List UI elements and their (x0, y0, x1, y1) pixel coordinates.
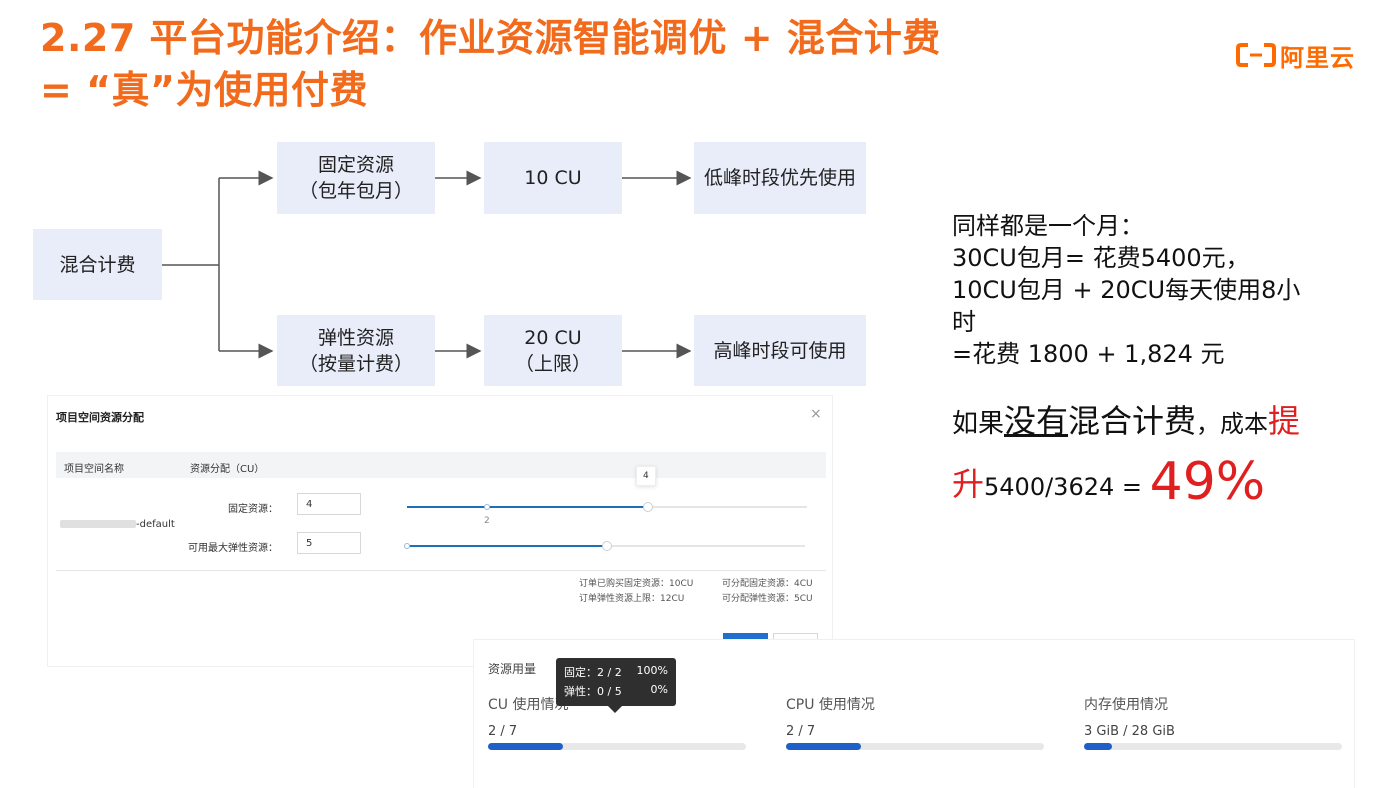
fixed-resource-box: 固定资源 （包年包月） (277, 142, 435, 214)
fixed-resource-input[interactable]: 4 (297, 493, 361, 515)
summary-line-2: 30CU包月= 花费5400元， (952, 244, 1250, 272)
conclusion-formula: 5400/3624 = (984, 473, 1150, 501)
table-header: 项目空间名称 资源分配（CU） (56, 452, 826, 478)
elastic-resource-label: 弹性资源 (317, 326, 394, 349)
cost-comparison-text: 同样都是一个月： 30CU包月= 花费5400元， 10CU包月 + 20CU每… (952, 210, 1352, 370)
tooltip-elastic-pct: 0% (650, 683, 668, 696)
fixed-resource-sublabel: （包年包月） (298, 180, 413, 202)
cpu-usage-value: 2 / 7 (786, 724, 816, 739)
fixed-usage-label: 低峰时段优先使用 (703, 167, 856, 189)
project-name-suffix: -default (136, 519, 175, 530)
fixed-resource-field-label: 固定资源： (228, 504, 278, 515)
aliyun-logo-icon (1236, 42, 1276, 68)
elastic-resource-box: 弹性资源 （按量计费） (277, 315, 435, 386)
cu-usage-tooltip: 固定：2 / 2 100% 弹性：0 / 5 0% (556, 658, 676, 713)
fixed-slider-tooltip: 4 (636, 466, 656, 486)
close-icon[interactable]: × (810, 406, 822, 422)
summary-line-5: =花费 1800 + 1,824 元 (952, 340, 1225, 368)
conclusion-after: ，成本 (1196, 410, 1269, 438)
summary-line-4: 时 (952, 308, 976, 336)
elastic-resource-slider-handle[interactable] (602, 541, 612, 551)
cu-usage-title: CU 使用情况 (488, 697, 569, 713)
flow-connectors (162, 170, 692, 359)
elastic-resource-sublabel: （按量计费） (298, 352, 413, 375)
cpu-usage-bar-fill (786, 743, 861, 750)
resource-usage-panel: 资源用量 CU 使用情况 2 / 7 CPU 使用情况 2 / 7 内存使用情况… (474, 640, 1354, 788)
memory-usage-bar[interactable] (1084, 743, 1342, 750)
col-project-name: 项目空间名称 (64, 464, 124, 475)
memory-usage-title: 内存使用情况 (1084, 697, 1168, 713)
resource-allocation-dialog: 项目空间资源分配 × 项目空间名称 资源分配（CU） -default 固定资源… (48, 396, 832, 666)
col-resource-alloc: 资源分配（CU） (190, 464, 265, 475)
conclusion-red-2: 升 (952, 465, 985, 503)
dialog-title: 项目空间资源分配 (56, 411, 144, 424)
conclusion-mid: 混合计费 (1068, 402, 1197, 440)
conclusion-line-1: 如果没有混合计费，成本提 (952, 398, 1372, 447)
slide-title-line2: = “真”为使用付费 (40, 68, 369, 112)
info-elastic-limit: 订单弹性资源上限：12CU (579, 594, 685, 604)
elastic-resource-slider-start (404, 543, 410, 549)
fixed-resource-slider-mark (484, 504, 490, 510)
conclusion-line-2: 升5400/3624 = 49% (952, 447, 1372, 525)
billing-flow-diagram: 混合计费 固定资源 （包年包月） 10 CU 低峰时段优先使用 弹性资源 （按量… (0, 0, 900, 400)
order-info: 订单已购买固定资源：10CU 订单弹性资源上限：12CU (579, 577, 693, 607)
cpu-usage: CPU 使用情况 2 / 7 (786, 694, 1044, 750)
slide-title-line1: 2.27 平台功能介绍：作业资源智能调优 + 混合计费 (40, 16, 941, 60)
cost-conclusion: 如果没有混合计费，成本提 升5400/3624 = 49% (952, 398, 1372, 525)
memory-usage-bar-fill (1084, 743, 1113, 750)
memory-usage-value: 3 GiB / 28 GiB (1084, 724, 1175, 739)
info-alloc-elastic: 可分配弹性资源：5CU (722, 594, 813, 604)
conclusion-prefix: 如果 (952, 409, 1005, 439)
fixed-resource-slider-handle[interactable] (643, 502, 653, 512)
elastic-amount-box: 20 CU （上限） (484, 315, 622, 386)
hybrid-billing-label: 混合计费 (59, 253, 136, 276)
tooltip-elastic-label: 弹性：0 / 5 (564, 685, 622, 698)
allocatable-info: 可分配固定资源：4CU 可分配弹性资源：5CU (722, 577, 813, 607)
cpu-usage-bar[interactable] (786, 743, 1044, 750)
elastic-resource-input[interactable]: 5 (297, 532, 361, 554)
cu-usage: CU 使用情况 2 / 7 (488, 694, 746, 750)
fixed-resource-label: 固定资源 (317, 154, 394, 176)
elastic-usage-box: 高峰时段可使用 (694, 315, 866, 386)
slide-title: 2.27 平台功能介绍：作业资源智能调优 + 混合计费 = “真”为使用付费 (40, 12, 1000, 116)
aliyun-logo: 阿里云 (1236, 38, 1355, 72)
summary-line-3: 10CU包月 + 20CU每天使用8小 (952, 276, 1301, 304)
aliyun-logo-text: 阿里云 (1280, 43, 1355, 72)
tooltip-fixed-label: 固定：2 / 2 (564, 666, 622, 679)
tooltip-fixed-pct: 100% (636, 664, 668, 677)
elastic-usage-label: 高峰时段可使用 (713, 339, 847, 362)
tooltip-fixed-row: 固定：2 / 2 100% (564, 664, 668, 680)
conclusion-red-1: 提 (1268, 402, 1301, 440)
cu-usage-bar[interactable] (488, 743, 746, 750)
elastic-resource-slider-fill (407, 545, 607, 547)
tooltip-elastic-row: 弹性：0 / 5 0% (564, 683, 668, 699)
fixed-resource-slider[interactable] (407, 502, 807, 512)
memory-usage: 内存使用情况 3 GiB / 28 GiB (1084, 694, 1342, 750)
usage-panel-header: 资源用量 (488, 662, 537, 676)
conclusion-percent: 49% (1149, 452, 1266, 512)
conclusion-underlined: 没有 (1004, 402, 1069, 440)
fixed-slider-mark-label: 2 (484, 516, 490, 526)
elastic-amount-label: 20 CU (524, 326, 582, 349)
cpu-usage-title: CPU 使用情况 (786, 697, 875, 713)
fixed-usage-box: 低峰时段优先使用 (694, 142, 866, 214)
fixed-amount-label: 10 CU (524, 167, 582, 189)
info-alloc-fixed: 可分配固定资源：4CU (722, 579, 813, 589)
fixed-amount-box: 10 CU (484, 142, 622, 214)
fixed-resource-slider-fill (407, 506, 648, 508)
elastic-amount-sublabel: （上限） (514, 352, 591, 375)
elastic-resource-field-label: 可用最大弹性资源： (188, 543, 278, 554)
dialog-divider (56, 570, 826, 571)
cu-usage-bar-fill (488, 743, 563, 750)
redacted-project-prefix (60, 520, 136, 528)
summary-line-1: 同样都是一个月： (952, 212, 1144, 240)
cu-usage-value: 2 / 7 (488, 724, 518, 739)
tooltip-arrow (608, 706, 622, 713)
project-name: -default (60, 519, 175, 530)
info-purchased-fixed: 订单已购买固定资源：10CU (579, 579, 694, 589)
elastic-resource-slider[interactable] (404, 541, 805, 551)
hybrid-billing-box: 混合计费 (33, 229, 162, 300)
